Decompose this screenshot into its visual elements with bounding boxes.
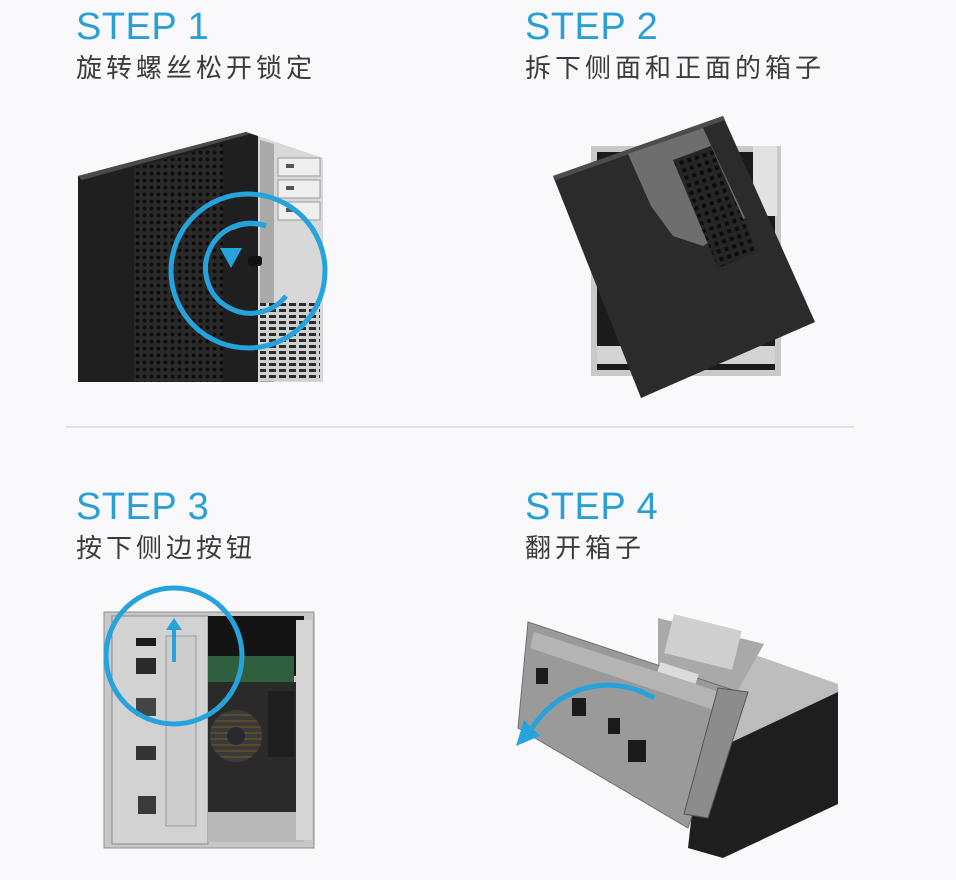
step-3-header: STEP 3 按下侧边按钮: [76, 488, 256, 564]
curved-arrow-icon: [516, 682, 656, 746]
section-divider: [66, 426, 854, 428]
step-2-header: STEP 2 拆下侧面和正面的箱子: [525, 8, 825, 84]
step-3-title: STEP 3: [76, 486, 210, 528]
step-2-subtitle: 拆下侧面和正面的箱子: [525, 54, 826, 84]
step-1-header: STEP 1 旋转螺丝松开锁定: [76, 8, 316, 84]
step-2-title: STEP 2: [525, 6, 659, 48]
step-4-title: STEP 4: [525, 486, 659, 528]
step-1-subtitle: 旋转螺丝松开锁定: [76, 54, 317, 84]
step-1-title: STEP 1: [76, 6, 210, 48]
rotate-arrow-icon: [168, 191, 328, 351]
step-1-image: [78, 128, 333, 384]
step-4-image: [508, 608, 844, 864]
step-3-subtitle: 按下侧边按钮: [76, 534, 257, 564]
step-3-image: [96, 576, 322, 854]
step-4-subtitle: 翻开箱子: [525, 534, 646, 564]
up-arrow-icon: [103, 585, 245, 727]
step-2-image: [553, 116, 815, 400]
step-4-header: STEP 4 翻开箱子: [525, 488, 658, 564]
